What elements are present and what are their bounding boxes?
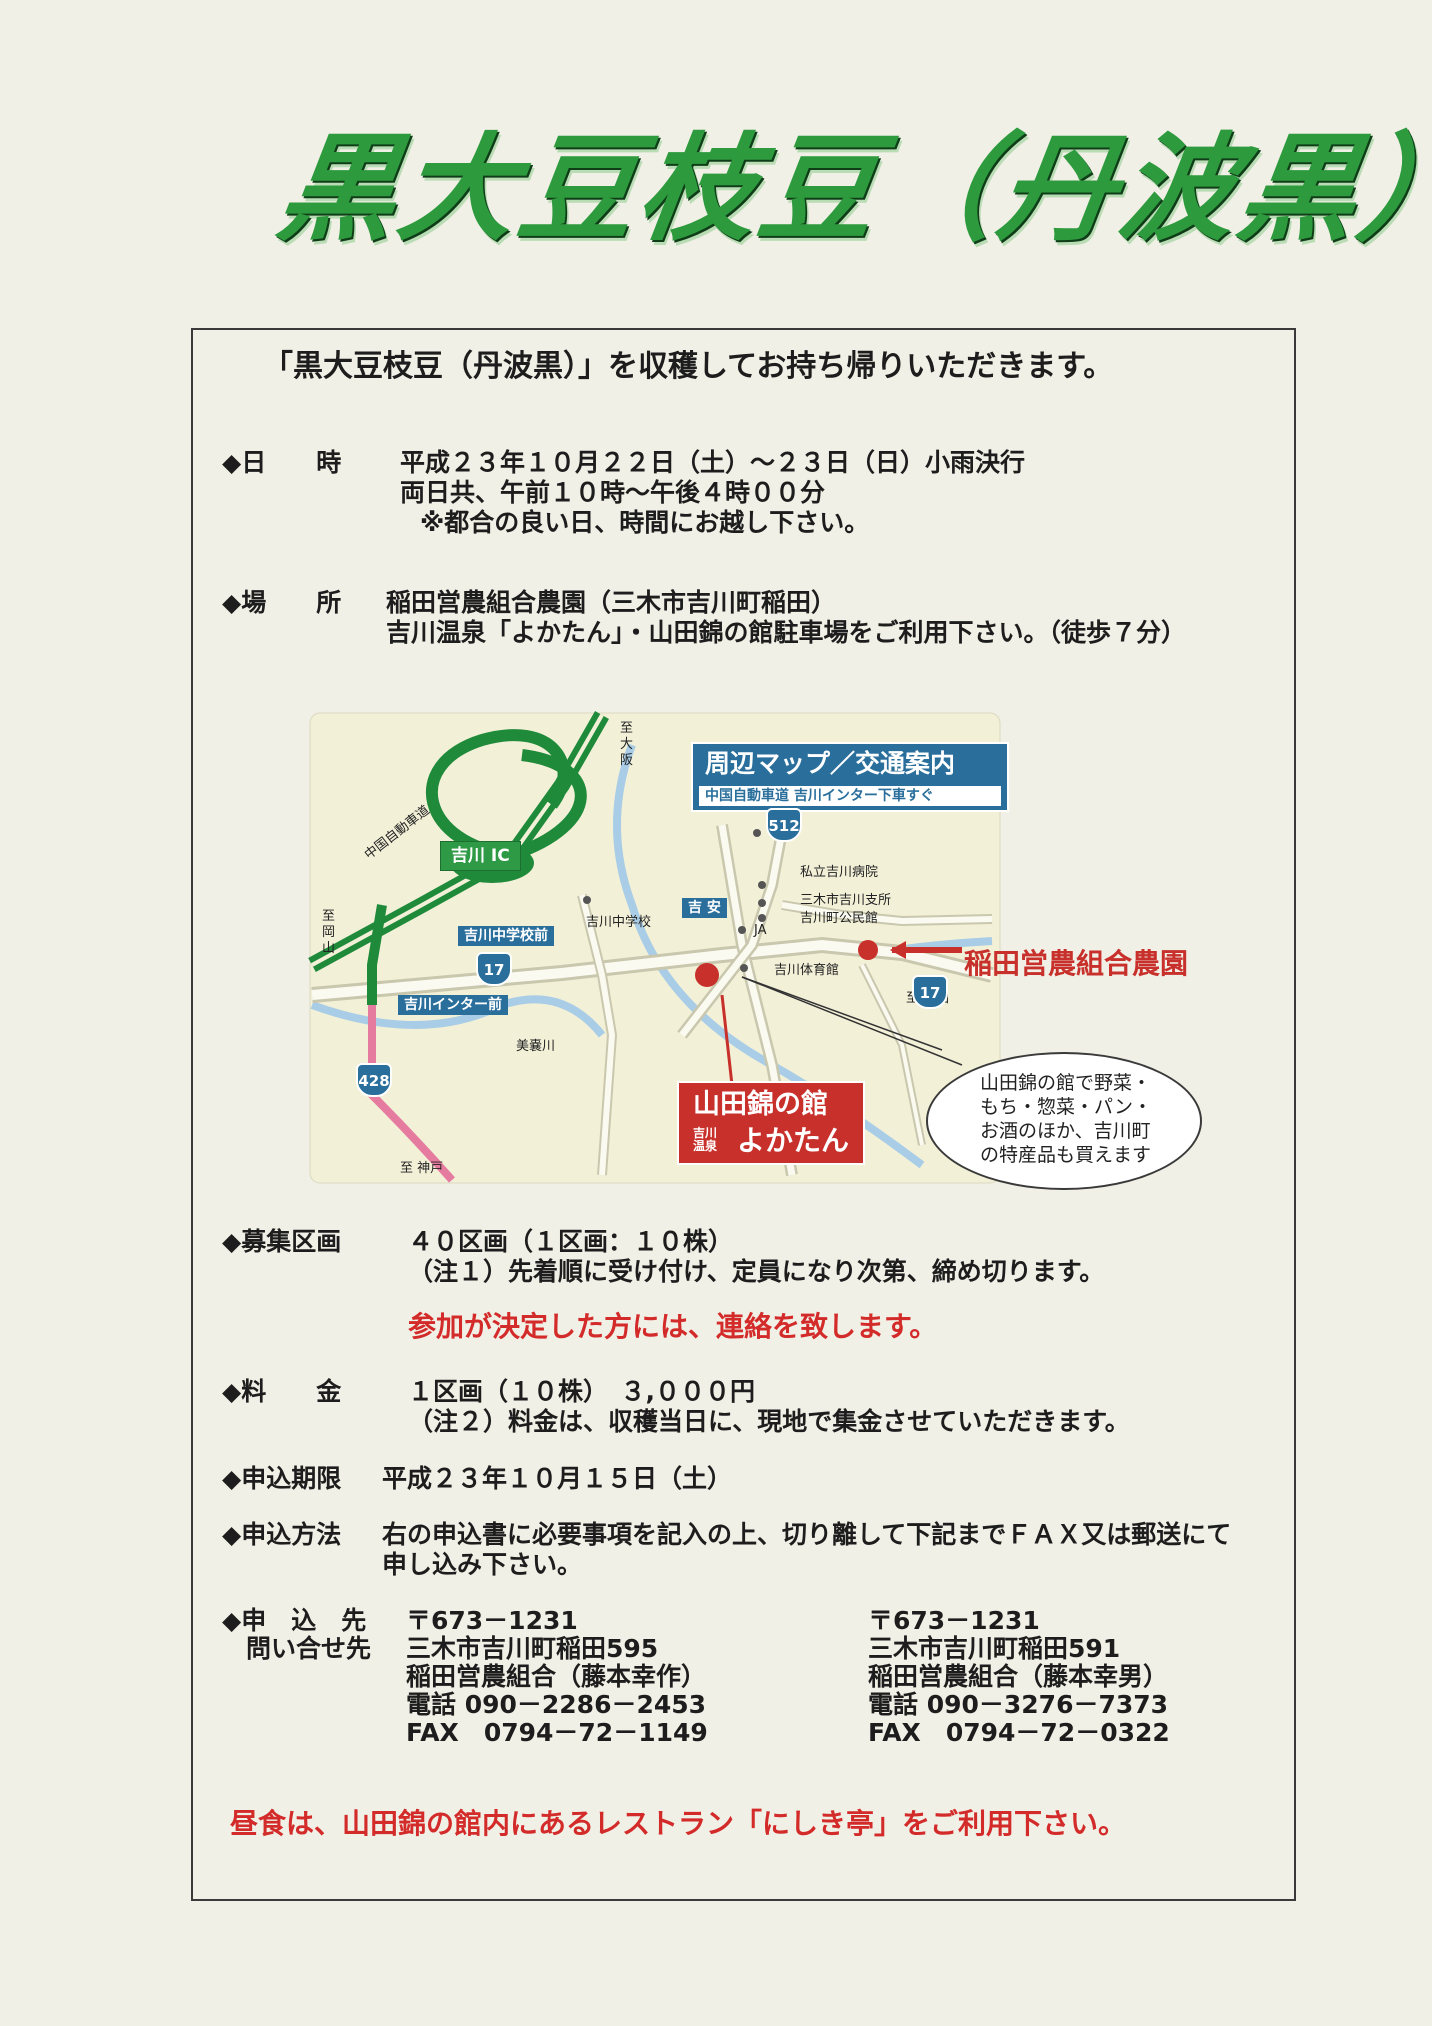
datetime-label: ◆日 時	[222, 448, 342, 477]
sign-interchange-front: 吉川インター前	[398, 995, 508, 1015]
bubble-line-2: もち・惣菜・パン・	[980, 1096, 1152, 1118]
deadline-label: ◆申込期限	[222, 1464, 342, 1493]
lunch-notice: 昼食は、山田錦の館内にあるレストラン「にしき亭」をご利用下さい。	[230, 1807, 1127, 1840]
right-org: 稲田営農組合（藤本幸男）	[868, 1662, 1169, 1691]
bubble-line-3: お酒のほか、吉川町	[980, 1120, 1151, 1142]
to-kobe-label: 至 神戸	[400, 1161, 444, 1176]
route-17-shield-west: 17	[476, 952, 512, 986]
contact-label-inquiry: 問い合せ先	[246, 1634, 372, 1663]
deadline-value: 平成２３年１０月１５日（土）	[382, 1464, 733, 1493]
route-17-shield-east: 17	[912, 975, 948, 1009]
gym-label: 吉川体育館	[774, 963, 840, 978]
place-line2: 吉川温泉「よかたん」・山田錦の館駐車場をご利用下さい。（徒歩７分）	[386, 618, 1187, 647]
right-address: 三木市吉川町稲田591	[868, 1634, 1121, 1663]
community-hall-label: 吉川町公民館	[800, 911, 879, 926]
map-subtitle: 中国自動車道 吉川インター下車すぐ	[705, 788, 934, 804]
recruit-label: ◆募集区画	[222, 1227, 342, 1256]
destination-brand: よかたん	[737, 1124, 850, 1157]
to-okayama-label: 至岡山	[322, 909, 336, 956]
left-phone: 電話 090－2286－2453	[406, 1690, 707, 1719]
method-label: ◆申込方法	[222, 1520, 342, 1549]
ja-label: JA	[754, 923, 767, 938]
right-phone: 電話 090－3276－7373	[868, 1690, 1169, 1719]
route-512-shield: 512	[766, 808, 802, 842]
ic-sign: 吉川 IC	[440, 841, 521, 871]
bubble-line-4: の特産品も買えます	[980, 1144, 1152, 1166]
recruit-line1: ４０区画（１区画：１０株）	[408, 1227, 734, 1256]
bubble-line-1: 山田錦の館で野菜・	[980, 1072, 1152, 1094]
fee-line1: １区画（１０株） ３,０００円	[408, 1377, 755, 1406]
speech-bubble: 山田錦の館で野菜・ もち・惣菜・パン・ お酒のほか、吉川町 の特産品も買えます	[926, 1052, 1202, 1190]
fee-label: ◆料 金	[222, 1377, 342, 1406]
branch-office-label: 三木市吉川支所	[800, 893, 892, 908]
place-label: ◆場 所	[222, 588, 342, 617]
to-osaka-label: 至大阪	[620, 721, 634, 768]
map-title: 周辺マップ／交通案内	[705, 749, 956, 778]
recruit-line2: （注１）先着順に受け付け、定員になり次第、締め切ります。	[408, 1257, 1105, 1286]
left-address: 三木市吉川町稲田595	[406, 1634, 659, 1663]
hospital-label: 私立吉川病院	[800, 865, 879, 880]
datetime-line2: 両日共、午前１０時～午後４時００分	[400, 478, 826, 507]
junior-high-label: 吉川中学校	[586, 915, 652, 930]
left-postal: 〒673－1231	[406, 1606, 578, 1635]
method-line2: 申し込み下さい。	[382, 1550, 583, 1579]
recruit-notice: 参加が決定した方には、連絡を致します。	[408, 1310, 938, 1343]
route-428-shield: 428	[356, 1063, 392, 1097]
datetime-line3: ※都合の良い日、時間にお越し下さい。	[420, 508, 870, 537]
content-frame	[191, 328, 1296, 1901]
right-fax: FAX 0794－72－0322	[868, 1718, 1170, 1747]
left-org: 稲田営農組合（藤本幸作）	[406, 1662, 707, 1691]
access-map: 周辺マップ／交通案内 中国自動車道 吉川インター下車すぐ 吉川 IC 中国自動車…	[302, 705, 1202, 1190]
fee-line2: （注２）料金は、収穫当日に、現地で集金させていただきます。	[408, 1407, 1130, 1436]
destination-small-label: 吉川 温泉	[693, 1126, 718, 1153]
datetime-line1: 平成２３年１０月２２日（土）～２３日（日）小雨決行	[400, 448, 1026, 477]
map-title-box: 周辺マップ／交通案内 中国自動車道 吉川インター下車すぐ	[691, 742, 1009, 812]
method-line1: 右の申込書に必要事項を記入の上、切り離して下記までＦＡＸ又は郵送にて	[382, 1520, 1232, 1549]
right-postal: 〒673－1231	[868, 1606, 1040, 1635]
place-line1: 稲田営農組合農園（三木市吉川町稲田）	[386, 588, 837, 617]
farm-label: 稲田営農組合農園	[964, 947, 1189, 980]
contact-label-apply: ◆申 込 先	[222, 1606, 367, 1635]
river-label: 美嚢川	[516, 1039, 556, 1054]
page-title: 黒大豆枝豆（丹波黒）	[270, 122, 1432, 257]
sign-yoshiyasu: 吉 安	[682, 898, 727, 918]
sign-junior-high-front: 吉川中学校前	[458, 926, 554, 946]
destination-name: 山田錦の館	[693, 1089, 828, 1120]
map-subtitle-bar: 中国自動車道 吉川インター下車すぐ	[699, 786, 1001, 806]
intro-text: 「黒大豆枝豆（丹波黒）」を収穫してお持ち帰りいただきます。	[263, 349, 1114, 384]
left-fax: FAX 0794－72－1149	[406, 1718, 708, 1747]
destination-box: 山田錦の館 吉川 温泉 よかたん	[677, 1081, 865, 1165]
